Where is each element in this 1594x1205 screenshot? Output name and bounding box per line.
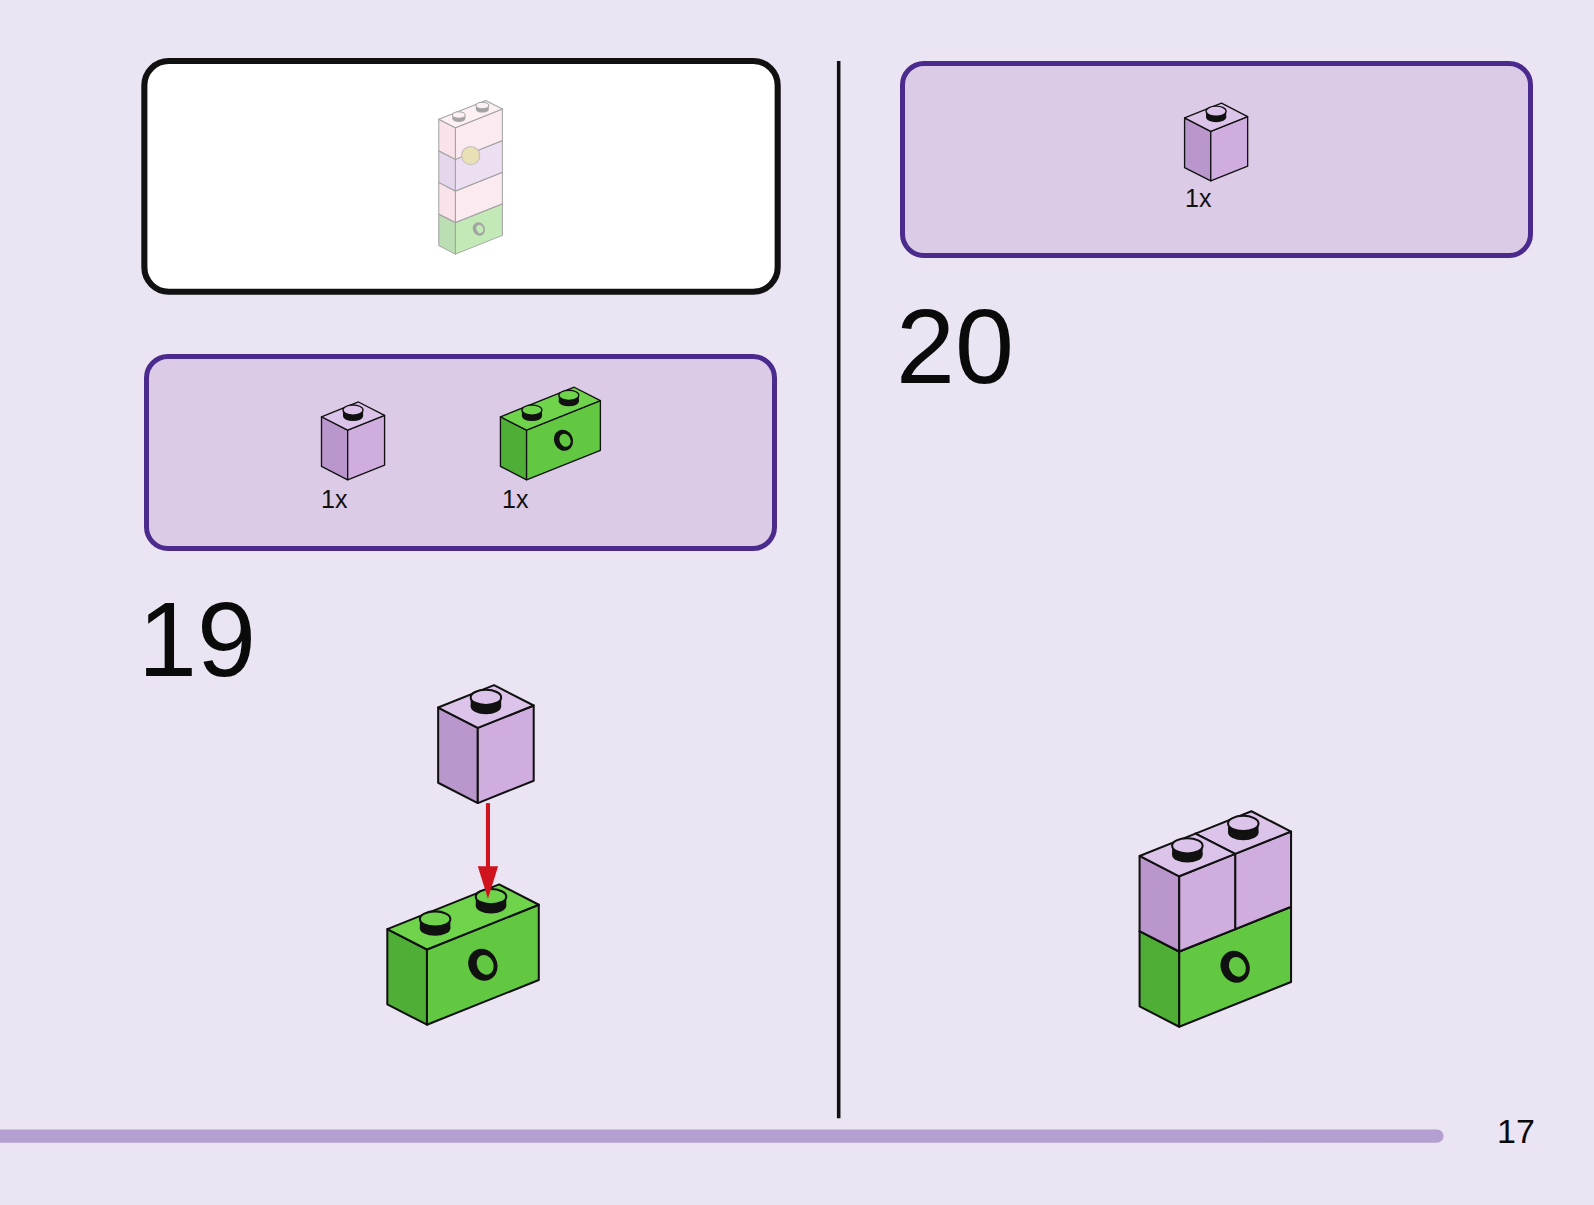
placement-arrow [486,803,490,870]
technic-hole [471,220,488,237]
stud [343,405,363,421]
column-divider [837,61,841,1118]
parts-callout: 1x [900,61,1533,258]
technic-hole [550,427,576,454]
step-number: 20 [896,293,1014,399]
brick [500,387,600,480]
technic-hole-ring [474,223,485,235]
technic-hole-ring [556,431,573,449]
part-quantity: 1x [502,487,528,512]
part-illustration [144,354,777,551]
part-quantity: 1x [321,487,347,512]
stud [522,405,542,421]
step-20-model [1140,811,1291,1027]
stud [471,690,501,714]
brick-top [322,402,385,430]
page-number: 17 [1497,1114,1535,1148]
brick-top [1140,834,1236,877]
brick [1140,834,1236,952]
overview-panel [144,61,777,292]
brick-top [387,884,538,949]
overview-model [439,100,503,254]
stud [1228,816,1258,840]
brick-top [1185,103,1248,131]
parts-callout: 1x 1x [144,354,777,551]
technic-hole-ring [472,951,498,979]
brick-top [439,100,503,127]
placement-arrowhead [478,866,498,899]
part-quantity: 1x [1185,186,1211,211]
stud [559,390,579,406]
flower-piece [462,146,480,164]
brick [1185,103,1248,181]
technic-hole [463,944,503,986]
stud [476,889,506,913]
brick [322,402,385,480]
step-number: 19 [138,586,256,692]
part-illustration [900,61,1533,258]
stud [1206,106,1226,122]
technic-hole [1215,946,1255,988]
footer-bar [0,1129,1444,1142]
brick-top [500,387,600,430]
brick [438,685,534,803]
brick [387,884,538,1024]
stud [476,102,489,112]
technic-hole-ring [1224,953,1250,981]
stud [1172,838,1202,862]
stud [420,911,450,935]
stud [452,112,465,122]
brick-top [438,685,534,728]
step-19-model [387,685,538,1025]
